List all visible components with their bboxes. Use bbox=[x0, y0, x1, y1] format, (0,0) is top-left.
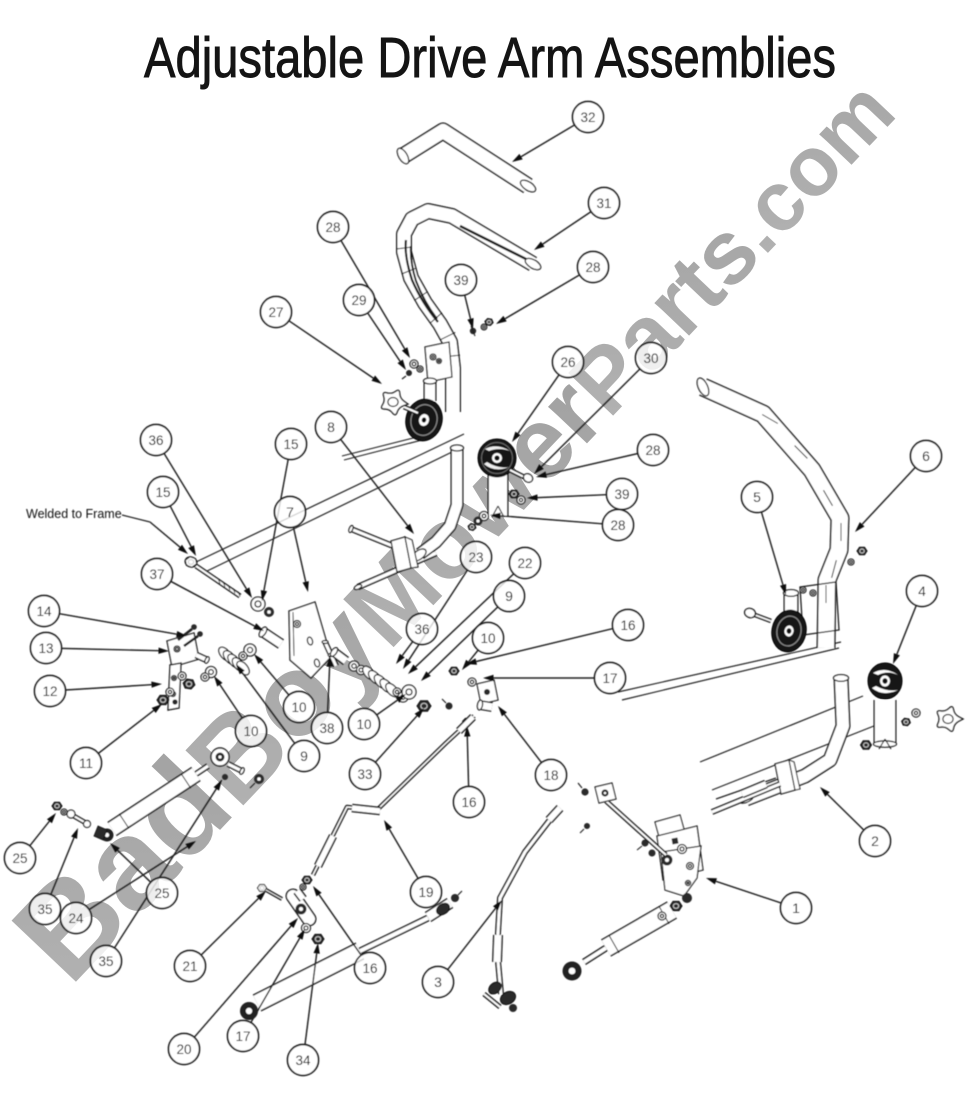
svg-text:36: 36 bbox=[148, 433, 163, 448]
svg-text:28: 28 bbox=[645, 443, 660, 458]
svg-text:11: 11 bbox=[79, 756, 93, 771]
svg-text:12: 12 bbox=[42, 684, 57, 699]
svg-text:16: 16 bbox=[620, 618, 635, 633]
svg-text:1: 1 bbox=[792, 900, 800, 916]
svg-text:16: 16 bbox=[461, 795, 476, 810]
svg-text:27: 27 bbox=[268, 305, 283, 320]
svg-text:8: 8 bbox=[327, 419, 335, 435]
svg-text:16: 16 bbox=[362, 961, 377, 976]
svg-text:15: 15 bbox=[155, 485, 170, 500]
svg-text:10: 10 bbox=[356, 717, 371, 732]
svg-text:15: 15 bbox=[283, 437, 298, 452]
svg-text:9: 9 bbox=[505, 588, 513, 604]
svg-text:23: 23 bbox=[468, 550, 483, 565]
svg-text:39: 39 bbox=[614, 487, 629, 502]
svg-text:25: 25 bbox=[154, 886, 169, 901]
svg-text:28: 28 bbox=[585, 260, 600, 275]
svg-text:35: 35 bbox=[98, 954, 113, 969]
svg-text:37: 37 bbox=[149, 567, 164, 582]
svg-text:28: 28 bbox=[610, 518, 625, 533]
svg-text:36: 36 bbox=[414, 622, 429, 637]
svg-text:32: 32 bbox=[580, 110, 595, 125]
svg-text:Adjustable Drive Arm Assemblie: Adjustable Drive Arm Assemblies bbox=[144, 26, 836, 90]
svg-text:3: 3 bbox=[434, 974, 442, 990]
svg-text:10: 10 bbox=[291, 700, 306, 715]
svg-text:31: 31 bbox=[596, 196, 611, 211]
svg-text:6: 6 bbox=[922, 448, 930, 464]
svg-text:39: 39 bbox=[453, 273, 468, 288]
svg-text:28: 28 bbox=[325, 220, 340, 235]
svg-text:9: 9 bbox=[300, 748, 308, 764]
svg-text:10: 10 bbox=[243, 724, 258, 739]
svg-text:Welded to Frame: Welded to Frame bbox=[26, 507, 122, 521]
svg-text:26: 26 bbox=[560, 355, 575, 370]
svg-text:20: 20 bbox=[176, 1042, 191, 1057]
svg-text:4: 4 bbox=[918, 583, 926, 599]
svg-text:34: 34 bbox=[295, 1053, 311, 1068]
svg-text:22: 22 bbox=[517, 556, 532, 571]
svg-text:17: 17 bbox=[235, 1029, 250, 1044]
svg-text:21: 21 bbox=[182, 959, 197, 974]
svg-text:5: 5 bbox=[753, 489, 761, 505]
svg-text:10: 10 bbox=[480, 631, 495, 646]
svg-text:24: 24 bbox=[68, 911, 84, 926]
svg-text:25: 25 bbox=[12, 851, 27, 866]
svg-text:7: 7 bbox=[286, 504, 294, 520]
svg-text:30: 30 bbox=[643, 351, 658, 366]
svg-text:18: 18 bbox=[543, 768, 558, 783]
svg-text:17: 17 bbox=[602, 671, 617, 686]
svg-text:38: 38 bbox=[319, 721, 334, 736]
svg-text:13: 13 bbox=[38, 641, 53, 656]
svg-text:14: 14 bbox=[36, 604, 52, 619]
svg-text:33: 33 bbox=[357, 767, 372, 782]
svg-text:29: 29 bbox=[351, 293, 366, 308]
svg-text:19: 19 bbox=[418, 885, 433, 900]
svg-text:2: 2 bbox=[871, 833, 879, 849]
svg-text:35: 35 bbox=[37, 902, 52, 917]
